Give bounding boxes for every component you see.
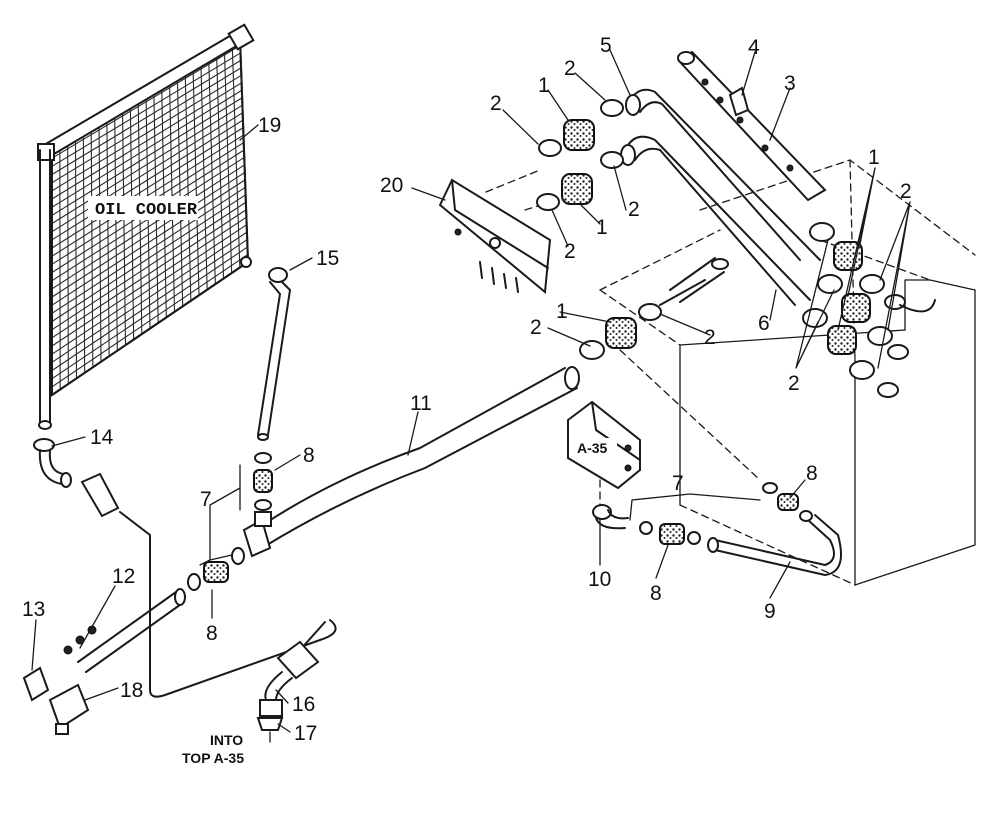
callout-15: 15 bbox=[316, 247, 339, 270]
callout-8c: 8 bbox=[650, 582, 662, 605]
coupling-cluster-upper bbox=[536, 99, 624, 211]
note-into-top-a35: INTO TOP A-35 bbox=[182, 732, 244, 766]
callout-1b: 1 bbox=[596, 216, 608, 239]
callout-7a: 7 bbox=[200, 488, 212, 511]
callout-2c: 2 bbox=[628, 198, 640, 221]
tube-15 bbox=[257, 267, 291, 441]
callout-10: 10 bbox=[588, 568, 611, 591]
fitting-stack-left bbox=[199, 452, 273, 566]
callout-13: 13 bbox=[22, 598, 45, 621]
callout-3: 3 bbox=[784, 72, 796, 95]
return-manifold bbox=[677, 50, 827, 202]
suction-hoses bbox=[620, 88, 821, 306]
filter-head bbox=[438, 169, 552, 294]
coupling-cluster-tank bbox=[802, 222, 936, 398]
callout-20: 20 bbox=[380, 174, 403, 197]
callouts: 19 15 14 8 7 12 13 8 18 16 17 11 10 8 9 … bbox=[22, 34, 912, 745]
callout-17: 17 bbox=[294, 722, 317, 745]
elbow-14 bbox=[33, 438, 337, 743]
callout-11: 11 bbox=[410, 392, 432, 415]
fitting-stack-lower bbox=[22, 547, 245, 735]
coupling-middle bbox=[579, 279, 706, 360]
callout-2d: 2 bbox=[564, 240, 576, 263]
leader-lines bbox=[31, 49, 911, 733]
callout-2f: 2 bbox=[704, 326, 716, 349]
callout-4: 4 bbox=[748, 36, 760, 59]
valve-label: A-35 bbox=[577, 440, 608, 456]
callout-18: 18 bbox=[120, 679, 143, 702]
callout-2b: 2 bbox=[564, 57, 576, 80]
callout-8d: 8 bbox=[806, 462, 818, 485]
callout-9: 9 bbox=[764, 600, 776, 623]
callout-2g: 2 bbox=[900, 180, 912, 203]
oil-cooler-label: OIL COOLER bbox=[95, 201, 198, 220]
note-line-2: TOP A-35 bbox=[182, 750, 244, 766]
callout-1a: 1 bbox=[538, 74, 550, 97]
callout-12: 12 bbox=[112, 565, 135, 588]
callout-14: 14 bbox=[90, 426, 114, 449]
oil-cooler: OIL COOLER bbox=[37, 23, 255, 430]
tube-9 bbox=[592, 349, 842, 576]
valve-a35: A-35 bbox=[567, 400, 641, 506]
callout-2h: 2 bbox=[788, 372, 800, 395]
callout-1c: 1 bbox=[556, 300, 568, 323]
callout-6: 6 bbox=[758, 312, 770, 335]
callout-16: 16 bbox=[292, 693, 315, 716]
callout-1d: 1 bbox=[868, 146, 880, 169]
callout-2a: 2 bbox=[490, 92, 502, 115]
callout-5: 5 bbox=[600, 34, 612, 57]
note-line-1: INTO bbox=[210, 732, 243, 748]
callout-19: 19 bbox=[258, 114, 281, 137]
callout-8b: 8 bbox=[206, 622, 218, 645]
callout-7b: 7 bbox=[672, 472, 684, 495]
callout-8a: 8 bbox=[303, 444, 315, 467]
callout-2e: 2 bbox=[530, 316, 542, 339]
